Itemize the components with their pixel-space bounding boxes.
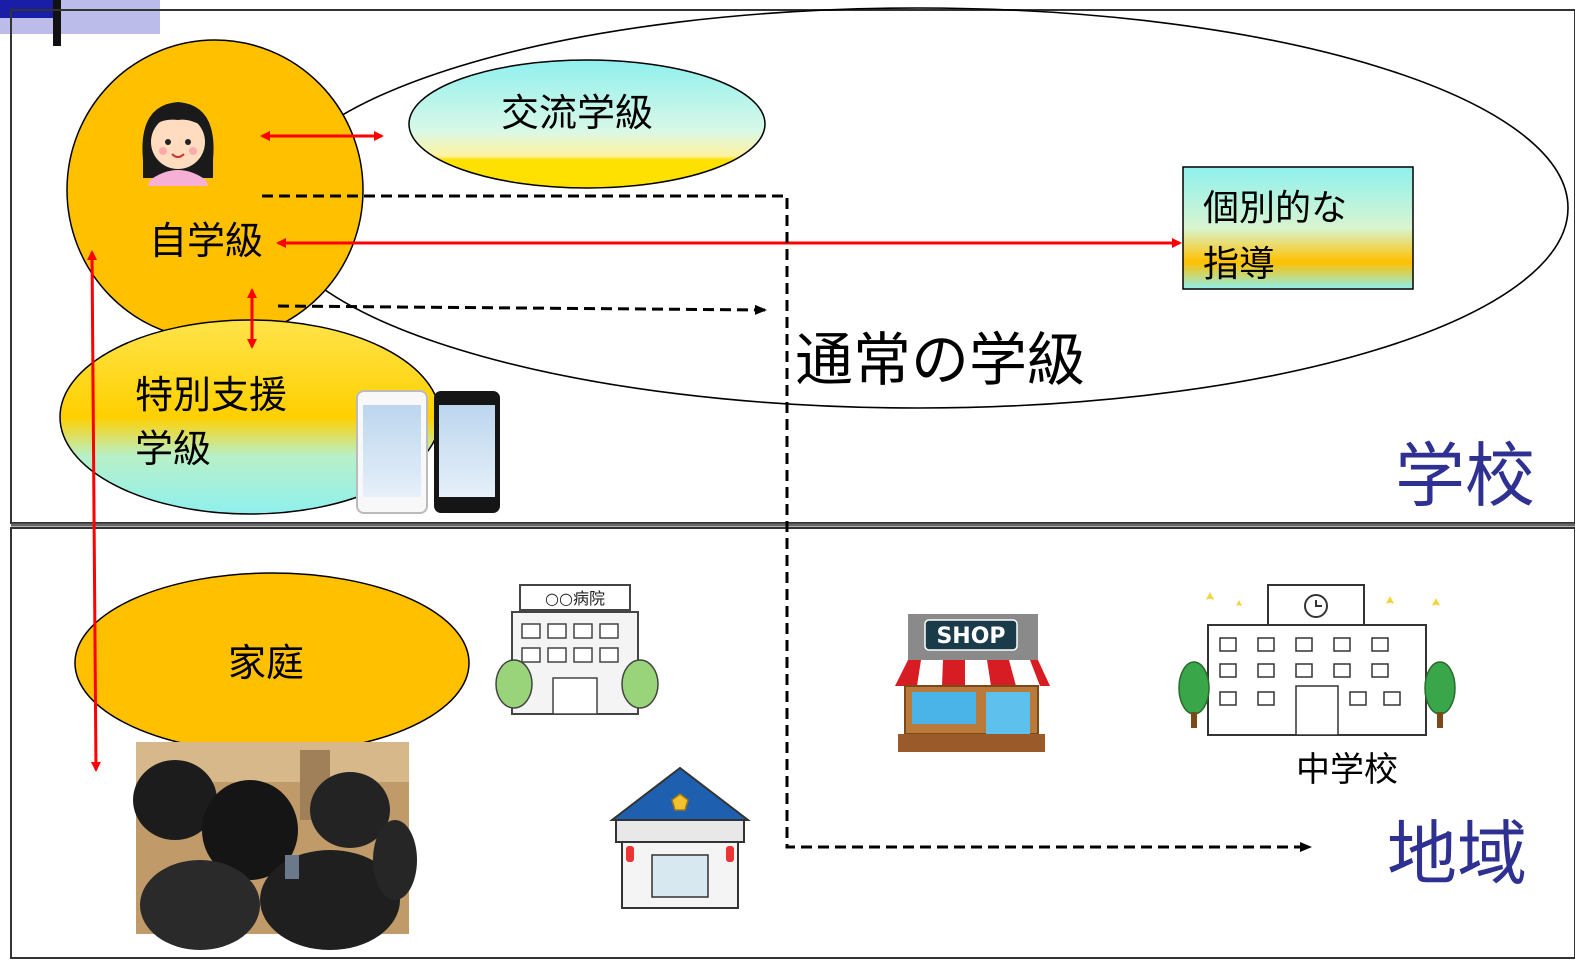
individual-guidance-label-2: 指導 [1203,244,1275,285]
exchange-class-ellipse [408,59,766,189]
regular-class-label: 通常の学級 [795,326,1085,394]
arrow-own-home [87,250,101,772]
special-support-label-2: 学級 [135,427,211,471]
girl-icon [142,102,214,186]
school-building-icon [1178,584,1456,736]
own-class-label: 自学級 [149,219,263,263]
shop-icon: SHOP [895,614,1050,752]
slide-accent [0,0,160,46]
home-label: 家庭 [228,641,304,685]
own-class-circle [66,39,364,341]
community-panel [10,527,1575,959]
school-panel [10,9,1575,524]
police-box-icon [609,766,751,909]
dashed-arrow-community [262,194,1312,852]
shop-sign: SHOP [936,624,1005,649]
special-support-label-1: 特別支援 [135,373,287,417]
school-label: 学校 [1395,435,1535,517]
tablet-icon [356,390,500,514]
hospital-sign: ○○病院 [545,589,605,608]
students-photo [133,742,417,950]
individual-guidance-label-1: 個別的な [1203,188,1347,229]
individual-guidance-box [1182,166,1414,290]
exchange-class-label: 交流学級 [501,91,653,135]
dashed-arrow-regular [277,304,767,315]
community-label: 地域 [1387,813,1527,895]
junior-high-label: 中学校 [1296,750,1398,790]
hospital-icon: ○○病院 [495,584,659,715]
